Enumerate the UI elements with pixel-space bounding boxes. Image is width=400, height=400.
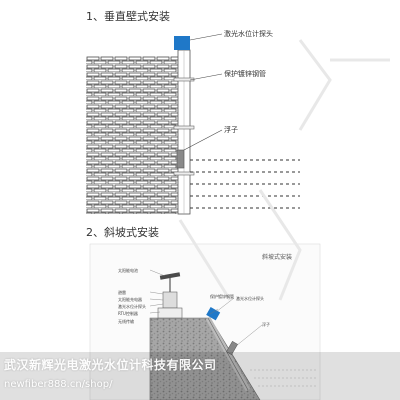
watermark-company: 武汉新辉光电激光水位计科技有限公司 [4, 358, 217, 372]
section2-title: 2、斜坡式安装 [86, 226, 159, 239]
protective-pipe [173, 49, 195, 215]
watermark-glyphs [178, 39, 390, 301]
slope-label-solar-panel: 太阳能电池 [118, 268, 138, 273]
slope-label-laser-head: 激光水位计探头 [236, 296, 264, 301]
slope-label-sensor: 激光水位计探头 [118, 304, 146, 309]
label-sensor: 激光水位计探头 [224, 30, 273, 38]
laser-sensor-head [174, 36, 190, 50]
slope-sensor-head [206, 307, 221, 321]
slope-float [226, 340, 238, 356]
slope-label-charger: 太阳能充电器 [118, 297, 142, 302]
slope-water [250, 369, 318, 387]
section1-title: 1、垂直壁式安装 [86, 10, 170, 23]
watermark-band [0, 352, 400, 400]
float [176, 149, 185, 169]
water-lines [190, 159, 300, 209]
watermark-url: newfiber888.cn/shop/ [4, 379, 113, 390]
slope-embankment [149, 317, 261, 400]
brick-wall [86, 56, 178, 214]
slope-label-rtu: RTU控制器 [118, 311, 138, 316]
slope-label-lightning: 避雷 [118, 290, 126, 295]
slope-label-pipe: 保护镀锌钢管 [210, 294, 234, 299]
slope-label-wireless: 无线传输 [118, 319, 134, 324]
leader-lines-1 [183, 33, 223, 151]
label-float: 浮子 [224, 126, 238, 134]
leader-lines-2 [149, 269, 263, 347]
slope-diagram-title: 斜坡式安装 [262, 254, 293, 261]
label-pipe: 保护镀锌钢管 [224, 70, 266, 78]
equipment-pole [157, 272, 183, 319]
slope-label-float: 浮子 [262, 322, 270, 327]
